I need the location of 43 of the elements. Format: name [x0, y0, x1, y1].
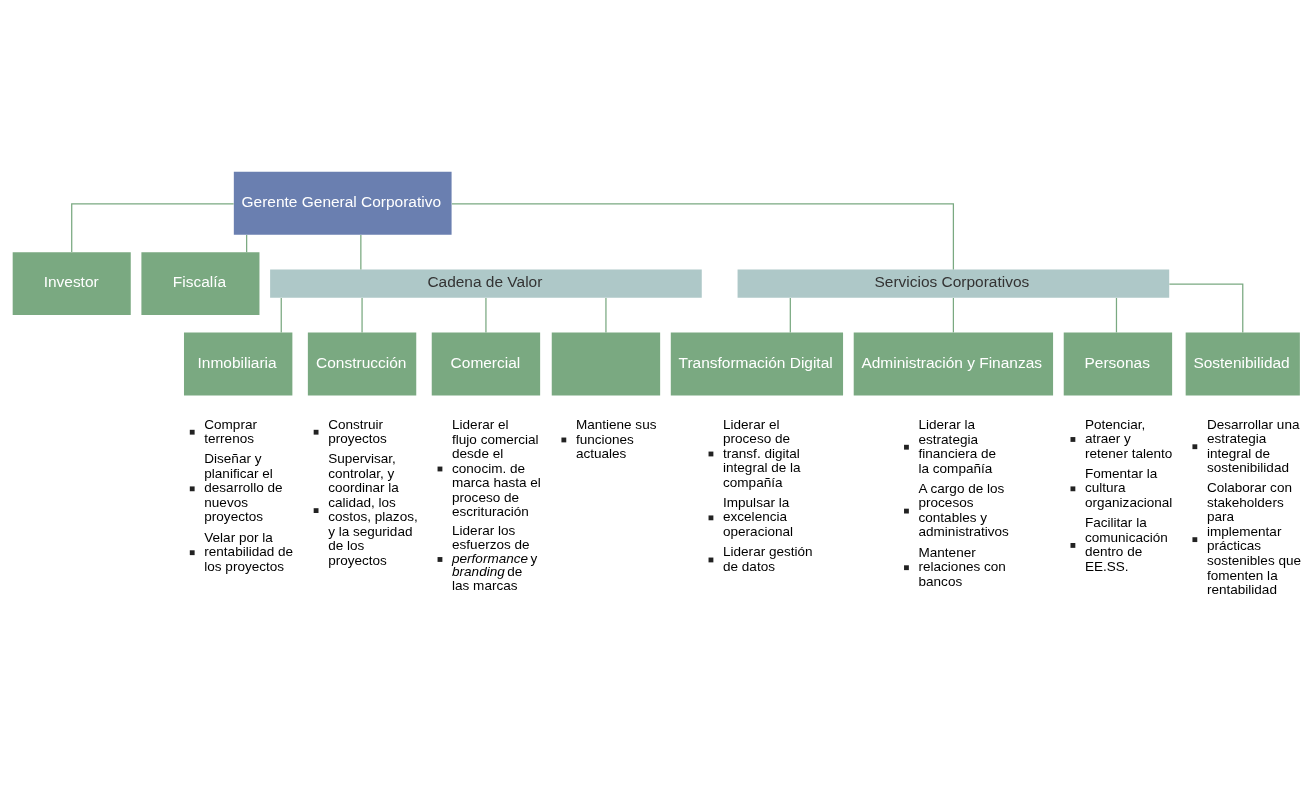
connector — [485, 296, 487, 333]
node-label: Liderar la estrategia financiera de la compañía — [918, 416, 997, 476]
node-label: Impulsar la excelencia operacional — [723, 494, 794, 539]
node-box: Inmobiliaria — [184, 332, 293, 395]
node-box: Servicios Corporativos — [737, 269, 1170, 298]
connector — [361, 296, 363, 333]
connector — [789, 296, 791, 333]
node-label: Liderar el flujo comercial desde el conocim. de marca hasta el proceso de escrituración — [452, 416, 541, 519]
node-box: Comercial — [431, 332, 541, 395]
node-label: Potenciar, atraer y retener talento — [1085, 416, 1173, 461]
node-label: Desarrollar una estrategia integral de sostenibilidad — [1206, 416, 1300, 475]
node-label: Mantener relaciones con bancos — [918, 544, 1006, 589]
node-box: Transformación Digital — [670, 332, 844, 395]
node-label: Liderar gestión de datos — [723, 543, 813, 574]
node-label: Comprar terrenos — [204, 416, 257, 446]
node-box: Construcción — [307, 332, 417, 395]
node-box: Investor — [12, 251, 131, 315]
connector — [451, 202, 954, 270]
node-box: Administración y Finanzas — [853, 332, 1054, 395]
node-box: Personas — [1063, 332, 1173, 395]
node-label: Construir proyectos — [328, 416, 387, 446]
connector — [1115, 296, 1118, 333]
connector — [605, 296, 607, 333]
node-box: Gerente General Corporativo — [233, 171, 452, 235]
node-box: Sostenibilidad — [1185, 332, 1300, 395]
node-box: Cadena de Valor — [270, 269, 702, 298]
node-label: Facilitar la comunicación dentro de EE.SS. — [1085, 514, 1168, 574]
node-label: Liderar el proceso de transf. digital integral de la compañía — [723, 416, 801, 490]
node-label: Fomentar la cultura organizacional — [1085, 465, 1173, 510]
connector — [952, 296, 954, 333]
connector — [71, 202, 235, 253]
node-label: Supervisar, controlar, y coordinar la calidad, los costos, plazos, y la seguridad de los proyectos — [328, 450, 418, 568]
connector — [280, 296, 282, 333]
connector — [1168, 283, 1244, 333]
node-label: Velar por la rentabilidad de los proyectos — [204, 529, 294, 574]
node-label: A cargo de los procesos contables y administrativos — [918, 480, 1009, 539]
node-label: Liderar los esfuerzos de performance y branding de las marcas — [452, 522, 538, 593]
connector — [360, 233, 362, 270]
node-label: Mantiene sus funciones actuales — [575, 416, 657, 461]
node-box — [551, 332, 661, 395]
node-label: Diseñar y planificar el desarrollo de nuevos proyectos — [204, 450, 283, 524]
node-label: Colaborar con stakeholders para implementar prácticas sostenibles que fomenten la rentabilidad — [1206, 479, 1302, 597]
node-box: Fiscalía — [141, 251, 260, 315]
